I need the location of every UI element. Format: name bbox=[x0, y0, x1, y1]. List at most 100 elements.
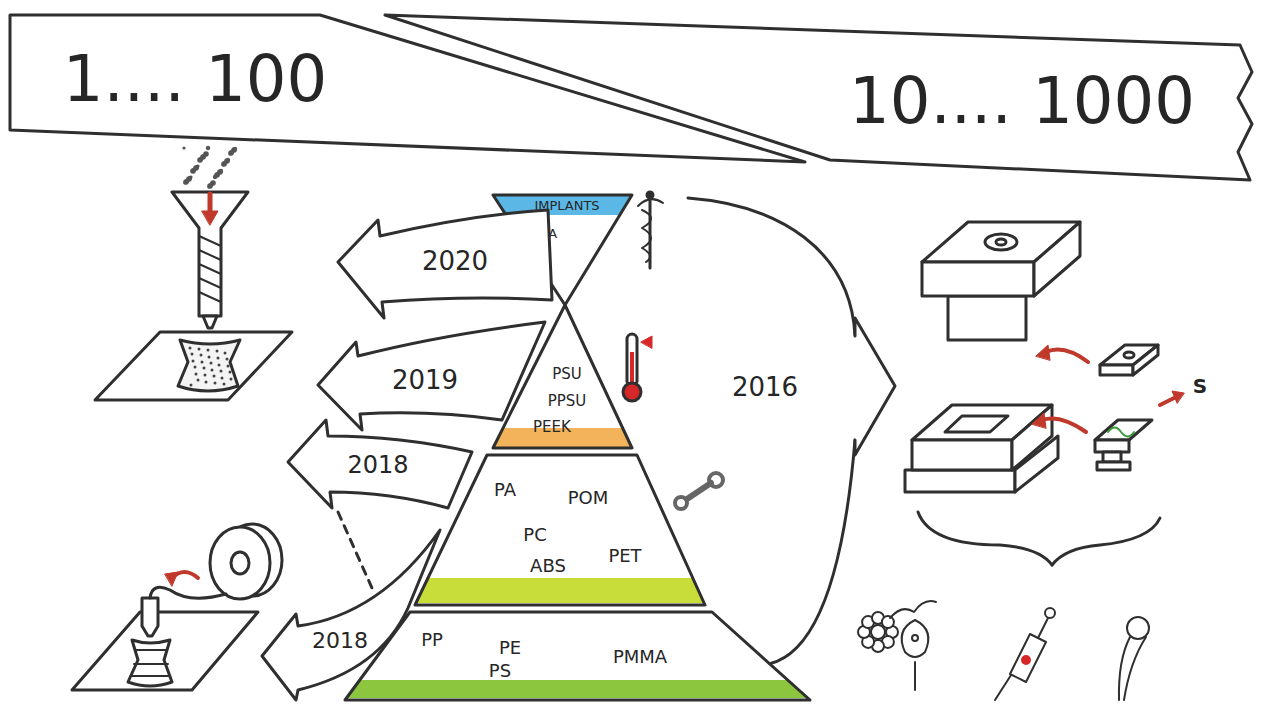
injection-mould bbox=[905, 470, 1015, 492]
year-arrow: 2020 bbox=[330, 200, 562, 326]
year-arrow: 2018 bbox=[282, 414, 478, 514]
printed-part bbox=[190, 384, 193, 387]
color-band bbox=[347, 680, 808, 698]
printed-part bbox=[227, 365, 230, 368]
printed-part bbox=[216, 350, 219, 353]
spool bbox=[231, 552, 249, 574]
printed-part bbox=[191, 353, 194, 356]
printed-part bbox=[223, 383, 226, 386]
printed-part bbox=[229, 371, 232, 374]
product-icons bbox=[858, 601, 1149, 700]
pellets bbox=[183, 181, 186, 184]
illustration-letter: S bbox=[1193, 375, 1207, 398]
printed-part bbox=[189, 347, 192, 350]
year-arrow: 2019 bbox=[312, 316, 552, 436]
year-arrow-fill bbox=[338, 210, 552, 318]
material-tier-fill bbox=[345, 612, 810, 700]
pellets bbox=[221, 161, 227, 167]
year-arrow-fill bbox=[288, 420, 472, 508]
year-arrow: 2018 bbox=[256, 524, 446, 706]
feed-arrow bbox=[165, 572, 178, 586]
printed-part bbox=[214, 382, 217, 385]
printed-part bbox=[178, 340, 240, 391]
pellets bbox=[228, 152, 231, 155]
injection-mould bbox=[1160, 397, 1176, 405]
injection-mould bbox=[945, 416, 1008, 432]
flow-arrow bbox=[855, 318, 895, 455]
injection-mould bbox=[1108, 428, 1134, 437]
injection-mould bbox=[948, 296, 1026, 340]
wrench-icon bbox=[675, 473, 723, 509]
feed-arrow bbox=[208, 194, 213, 212]
pellets bbox=[207, 185, 210, 188]
printed-part bbox=[226, 358, 229, 361]
printed-part bbox=[192, 360, 195, 363]
pellets bbox=[206, 146, 210, 150]
printed-part bbox=[194, 366, 197, 369]
printed-part bbox=[205, 381, 208, 384]
thermometer-icon bbox=[623, 334, 652, 401]
injection-mould bbox=[1100, 365, 1133, 375]
printed-part bbox=[132, 650, 170, 676]
injection-mould bbox=[912, 440, 1012, 470]
year-arrow-border bbox=[318, 322, 545, 430]
pellets bbox=[197, 157, 203, 163]
printed-part bbox=[213, 375, 216, 378]
year-arrow-fill bbox=[318, 322, 545, 430]
screw bbox=[199, 236, 221, 302]
injection-mould bbox=[1097, 462, 1130, 470]
product-icons bbox=[1119, 637, 1146, 700]
flow-arrow bbox=[688, 198, 895, 665]
printed-part bbox=[224, 352, 227, 355]
product-icons bbox=[1010, 634, 1046, 682]
year-arrow-outline bbox=[256, 524, 446, 706]
year-text: 2018 bbox=[312, 628, 368, 653]
pellets bbox=[221, 163, 224, 166]
material-text: PA bbox=[494, 480, 516, 501]
medical-icon bbox=[638, 192, 663, 268]
product-icons bbox=[1038, 618, 1048, 638]
printed-part bbox=[221, 377, 224, 380]
pellet-extruder bbox=[95, 146, 292, 400]
material-text: PE bbox=[499, 638, 521, 659]
year-text: 2019 bbox=[392, 366, 458, 396]
pellets bbox=[182, 146, 185, 149]
injection-mould bbox=[905, 222, 1184, 565]
printed-part bbox=[203, 367, 206, 370]
printed-part bbox=[204, 374, 207, 377]
quantity-banner-border bbox=[10, 15, 805, 162]
product-icons bbox=[871, 625, 885, 639]
printed-part bbox=[200, 354, 203, 357]
material-text: PS bbox=[489, 661, 511, 682]
product-icons bbox=[1045, 608, 1055, 618]
material-text: ABS bbox=[530, 556, 566, 577]
year-arrow-fill bbox=[262, 530, 440, 700]
pellets bbox=[228, 150, 234, 156]
quantity-banner: 1.... 100 bbox=[6, 11, 810, 167]
material-text: PP bbox=[421, 630, 443, 651]
hopper bbox=[172, 192, 248, 316]
injection-mould bbox=[985, 234, 1017, 250]
wrench-icon bbox=[687, 483, 711, 499]
injection-mould bbox=[1012, 405, 1052, 470]
printed-part bbox=[220, 370, 223, 373]
filament bbox=[150, 587, 226, 598]
nozzle bbox=[142, 598, 158, 636]
injection-mould bbox=[1095, 420, 1152, 440]
spool bbox=[210, 527, 270, 599]
medical-icon bbox=[638, 199, 663, 206]
injection-mould bbox=[1034, 222, 1080, 296]
injection-mould bbox=[918, 512, 1052, 565]
material-text: PET bbox=[608, 546, 641, 567]
material-text: PC bbox=[523, 525, 546, 546]
material-text: PEEK bbox=[533, 419, 571, 436]
illustration bbox=[72, 146, 1184, 700]
injection-mould bbox=[922, 262, 1034, 296]
product-icons bbox=[912, 635, 918, 641]
wrench-icon bbox=[675, 497, 687, 509]
injection-mould bbox=[1124, 352, 1134, 358]
build-plate bbox=[72, 612, 258, 690]
injection-mould bbox=[1052, 518, 1160, 565]
